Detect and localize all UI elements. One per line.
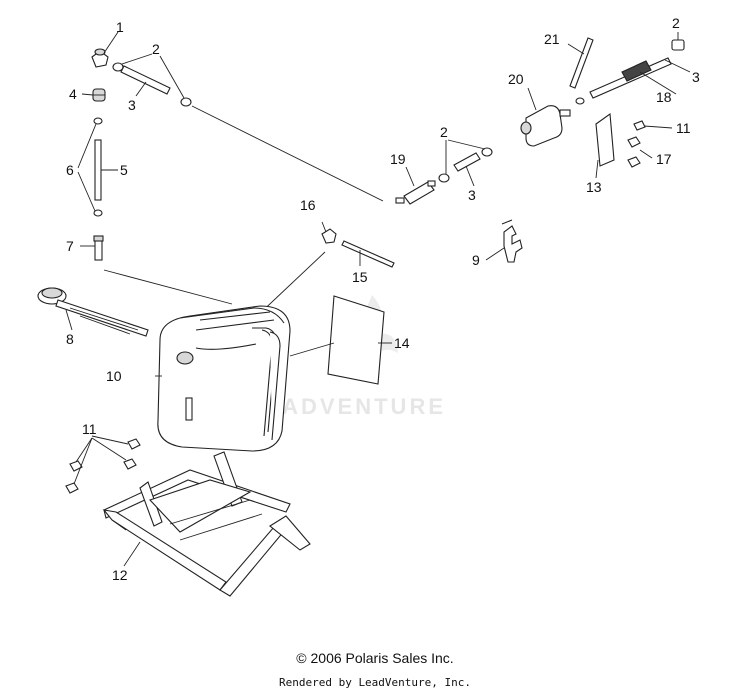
- callout-2-left: 2: [152, 41, 160, 57]
- leader-14-b: [289, 342, 335, 357]
- leader-8: [65, 309, 73, 331]
- callout-12: 12: [112, 567, 128, 583]
- leader-11b-3: [91, 437, 127, 461]
- leader-3c: [664, 59, 691, 73]
- tank-frame-part-12[interactable]: [102, 451, 311, 597]
- valve-part-7[interactable]: [93, 235, 104, 261]
- callout-15: 15: [352, 269, 368, 285]
- hose-part-21[interactable]: [569, 37, 594, 89]
- callout-11-lower: 11: [82, 421, 97, 437]
- fuel-pump-part-20[interactable]: [520, 105, 571, 147]
- hose-part-3-middle[interactable]: [453, 152, 481, 172]
- leader-17: [639, 149, 653, 159]
- leader-6b: [77, 171, 96, 212]
- leader-19: [405, 166, 415, 187]
- clamp-part-2-left[interactable]: [112, 62, 192, 107]
- leader-11a: [643, 125, 673, 129]
- callout-20: 20: [508, 71, 524, 87]
- fitting-part-1[interactable]: [91, 48, 109, 68]
- leader-13: [595, 159, 599, 179]
- leader-11b-2: [75, 437, 93, 463]
- leader-18: [639, 71, 677, 95]
- callout-2-middle: 2: [440, 124, 448, 140]
- hose-part-5[interactable]: [94, 139, 102, 201]
- callout-3-middle: 3: [468, 187, 476, 203]
- callout-1: 1: [116, 19, 124, 35]
- hose-part-15[interactable]: [341, 240, 395, 268]
- callout-18: 18: [656, 89, 672, 105]
- leader-2b-2: [447, 139, 486, 150]
- callout-3-right: 3: [692, 69, 700, 85]
- copyright-text: © 2006 Polaris Sales Inc.: [296, 650, 454, 666]
- vent-line-route-b: [103, 269, 233, 305]
- callout-3-left: 3: [128, 97, 136, 113]
- callout-10: 10: [106, 368, 122, 384]
- leader-3a: [135, 81, 147, 97]
- grommet-part-4[interactable]: [92, 88, 106, 102]
- leader-4: [81, 93, 94, 96]
- callout-4: 4: [69, 86, 77, 102]
- leader-2a-1: [121, 53, 153, 65]
- leader-20: [527, 87, 537, 111]
- rendered-by-text: Rendered by LeadVenture, Inc.: [278, 676, 472, 689]
- vent-line-route-a: [191, 105, 384, 202]
- fuel-tank-part-10[interactable]: [157, 305, 291, 452]
- leader-21: [567, 43, 585, 55]
- callout-16: 16: [300, 197, 316, 213]
- callout-8: 8: [66, 331, 74, 347]
- callout-19: 19: [390, 151, 406, 167]
- callout-6: 6: [66, 162, 74, 178]
- callout-7: 7: [66, 238, 74, 254]
- nut-part-17[interactable]: [627, 136, 641, 168]
- callout-14: 14: [394, 335, 410, 351]
- bolt-part-11-upper[interactable]: [633, 120, 646, 131]
- filter-part-19[interactable]: [395, 180, 436, 205]
- hose-part-18[interactable]: [589, 57, 672, 99]
- callout-21: 21: [544, 31, 560, 47]
- callout-2-right: 2: [672, 15, 680, 31]
- leader-16: [321, 221, 327, 233]
- callout-5: 5: [120, 162, 128, 178]
- leader-9: [485, 247, 505, 261]
- leader-6a: [77, 123, 97, 169]
- clip-part-9[interactable]: [501, 219, 523, 263]
- fitting-part-16[interactable]: [321, 228, 337, 244]
- fuel-gauge-part-8[interactable]: [37, 287, 149, 337]
- callout-9: 9: [472, 252, 480, 268]
- pad-part-14[interactable]: [327, 295, 385, 385]
- leader-2a-2: [159, 55, 185, 99]
- clamp-part-2-middle[interactable]: [438, 147, 493, 183]
- leader-12: [123, 541, 141, 567]
- hose-part-3-left[interactable]: [120, 65, 171, 95]
- leader-3b: [465, 165, 475, 187]
- clamp-part-6[interactable]: [93, 117, 103, 217]
- leader-11b-4: [73, 437, 93, 485]
- bracket-part-13[interactable]: [595, 112, 615, 167]
- callout-17: 17: [656, 151, 672, 167]
- bolts-part-11-lower[interactable]: [65, 438, 141, 494]
- callout-13: 13: [586, 179, 602, 195]
- callout-11-upper: 11: [676, 120, 691, 136]
- leader-1: [103, 31, 119, 54]
- leader-11b-1: [91, 435, 129, 445]
